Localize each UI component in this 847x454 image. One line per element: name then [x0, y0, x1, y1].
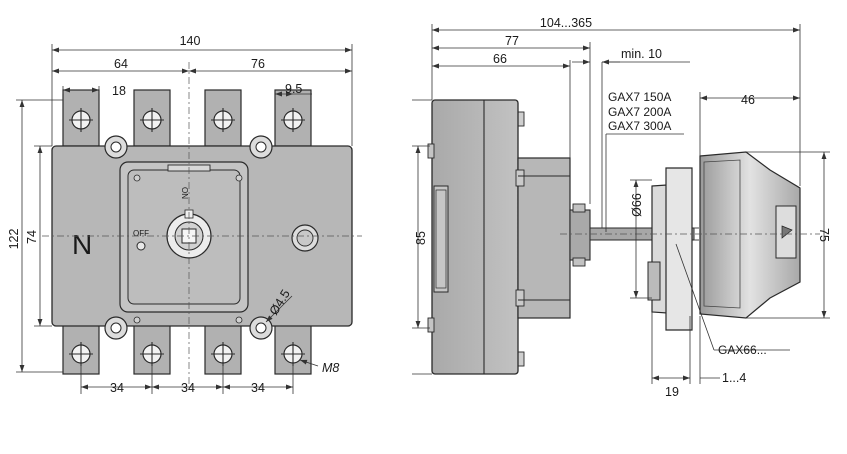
off-indicator — [136, 241, 146, 251]
dim-min-clearance: min. 10 — [621, 47, 662, 61]
dim-outer-height: 122 — [7, 229, 21, 250]
dim-body-depth: 66 — [493, 52, 507, 66]
off-mark: OFF — [133, 229, 149, 238]
dim-handle-depth: 46 — [741, 93, 755, 107]
shaft-adapter — [569, 209, 591, 261]
dim-door-thickness: 1...4 — [722, 371, 746, 385]
dim-overall-width: 140 — [180, 34, 201, 48]
top-terminals — [62, 89, 312, 147]
dim-terminal-width: 18 — [112, 84, 126, 98]
handle-ref-label: GAX66... — [718, 343, 767, 357]
bottom-terminals — [62, 321, 312, 375]
dim-pitch-2: 34 — [181, 381, 195, 395]
side-view: 104...365 77 66 min. 10 GAX7 150A GAX7 2… — [412, 16, 831, 399]
dim-to-shaft: 77 — [505, 34, 519, 48]
terminal-holes — [69, 108, 305, 366]
dim-screw: M8 — [322, 361, 339, 375]
shaft-model-3: GAX7 300A — [608, 119, 671, 133]
mounting-holes — [104, 135, 273, 340]
dim-right-half: 76 — [251, 57, 265, 71]
side-mechanism — [517, 157, 571, 319]
shaft-model-2: GAX7 200A — [608, 105, 671, 119]
aux-knob — [291, 224, 319, 252]
dim-total-length: 104...365 — [540, 16, 592, 30]
dim-pitch-3: 34 — [251, 381, 265, 395]
on-mark: ON — [180, 187, 189, 199]
shaft-model-1: GAX7 150A — [608, 90, 671, 104]
dim-pitch-1: 34 — [110, 381, 124, 395]
door-plate — [665, 167, 693, 331]
dim-terminal-offset: 9.5 — [285, 82, 302, 96]
front-view: OFF ON N 140 64 76 18 9.5 — [7, 34, 362, 395]
dim-inner-height: 74 — [25, 230, 39, 244]
dim-left-half: 64 — [114, 57, 128, 71]
neutral-mark: N — [72, 229, 92, 260]
dim-shaft-dia: Ø66 — [630, 193, 644, 217]
rotary-handle — [699, 151, 801, 319]
dim-body-height: 85 — [414, 231, 428, 245]
dim-flange-depth: 19 — [665, 385, 679, 399]
dim-handle-height: 75 — [817, 228, 831, 242]
